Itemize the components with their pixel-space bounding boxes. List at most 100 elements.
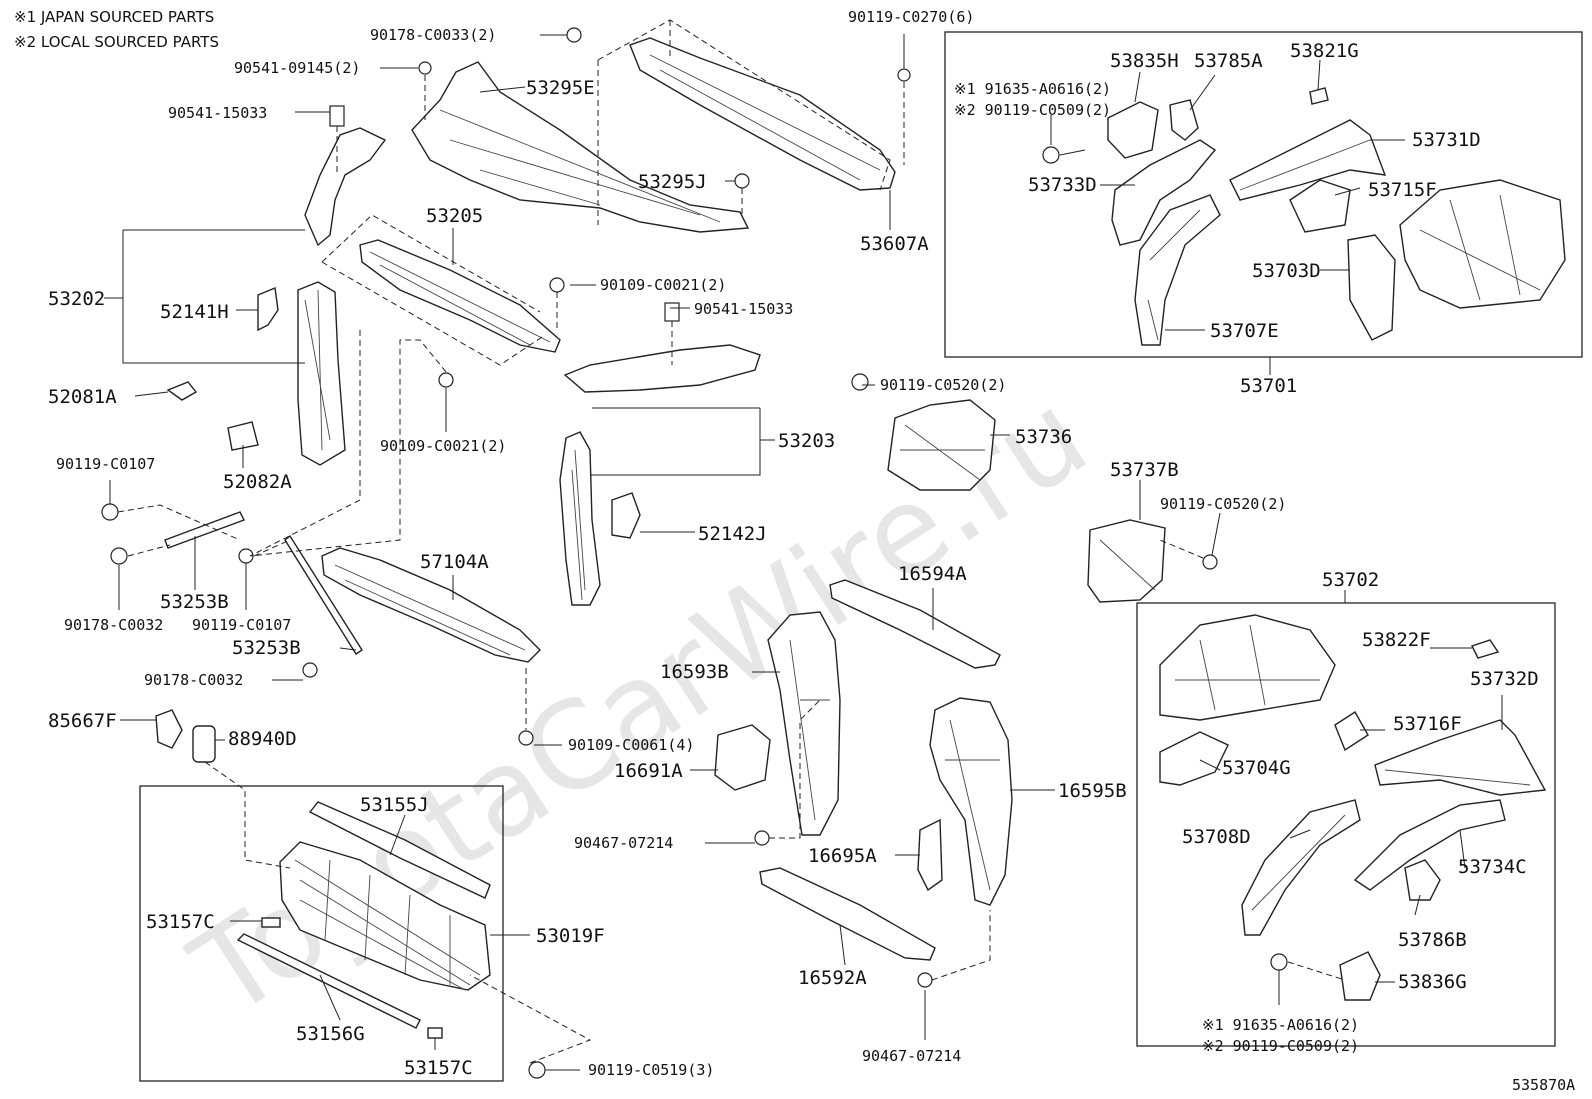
part-52081A-shape: [166, 381, 198, 401]
label-91635-A0616-b: ※1 91635-A0616(2): [1202, 1016, 1359, 1034]
part-16595B-shape: [929, 697, 1013, 906]
fastener-icon: [1270, 953, 1288, 971]
label-90109-C0021-b: 90109-C0021(2): [380, 437, 506, 455]
spring-nut-icon: [329, 105, 345, 127]
part-53253B-rod-a: [164, 511, 245, 549]
label-90109-C0021-a: 90109-C0021(2): [600, 276, 726, 294]
label-53737B: 53737B: [1110, 459, 1179, 481]
label-16594A: 16594A: [898, 563, 967, 585]
part-53203-upper-shape: [563, 344, 761, 393]
label-90119-C0509-a: ※2 90119-C0509(2): [954, 101, 1111, 119]
part-53295E-shape: [411, 61, 750, 233]
part-53785A-shape: [1169, 99, 1199, 141]
label-88940D: 88940D: [228, 728, 297, 750]
label-53019F: 53019F: [536, 925, 605, 947]
label-53732D: 53732D: [1470, 668, 1539, 690]
part-53737B-shape: [1087, 519, 1166, 603]
diagram-code: 535870A: [1512, 1076, 1575, 1094]
label-53707E: 53707E: [1210, 320, 1279, 342]
part-53821G-shape: [1309, 87, 1329, 105]
label-53731D: 53731D: [1412, 129, 1481, 151]
label-53156G: 53156G: [296, 1023, 365, 1045]
part-53156G-shape: [236, 933, 421, 1029]
fastener-icon: [549, 277, 565, 293]
part-53731D-shape: [1229, 119, 1387, 201]
label-90119-C0270: 90119-C0270(6): [848, 8, 974, 26]
leader-lines: [104, 34, 1503, 1071]
part-53157C-b-shape: [427, 1027, 443, 1039]
part-52142J-shape: [611, 492, 641, 539]
label-53821G: 53821G: [1290, 40, 1359, 62]
note-local-sourced: ※2 LOCAL SOURCED PARTS: [14, 33, 219, 51]
part-88940D-shape: [192, 725, 216, 763]
label-53157C-b: 53157C: [404, 1057, 473, 1079]
fastener-icon: [110, 547, 128, 565]
label-90178-C0032-a: 90178-C0032: [64, 616, 163, 634]
label-53295J: 53295J: [638, 171, 707, 193]
label-90541-09145: 90541-09145(2): [234, 59, 360, 77]
part-53822F-shape: [1471, 639, 1500, 659]
part-16592A-shape: [759, 867, 936, 961]
part-53733D-shape: [1111, 139, 1217, 246]
part-53836G-shape: [1339, 951, 1381, 1001]
fastener-icon: [917, 972, 933, 988]
part-53155J-shape: [308, 801, 491, 899]
label-53205: 53205: [426, 205, 483, 227]
part-53253B-rod-b: [284, 534, 363, 655]
label-57104A: 57104A: [420, 551, 489, 573]
label-90109-C0061: 90109-C0061(4): [568, 736, 694, 754]
part-57104A-shape: [321, 547, 541, 663]
fastener-icon: [1042, 146, 1060, 164]
part-16593B-shape: [767, 611, 841, 836]
label-53734C: 53734C: [1458, 856, 1527, 878]
label-53708D: 53708D: [1182, 826, 1251, 848]
label-90541-15033-b: 90541-15033: [694, 300, 793, 318]
part-53708D-shape: [1241, 799, 1361, 936]
label-90119-C0107-b: 90119-C0107: [192, 616, 291, 634]
part-52141H-shape: [257, 287, 279, 332]
label-16691A: 16691A: [614, 760, 683, 782]
label-52141H: 52141H: [160, 301, 229, 323]
label-16695A: 16695A: [808, 845, 877, 867]
label-53701: 53701: [1240, 375, 1297, 397]
fastener-icon: [518, 730, 534, 746]
part-53607A-shape: [629, 37, 896, 191]
label-53157C-a: 53157C: [146, 911, 215, 933]
label-53253B-a: 53253B: [160, 591, 229, 613]
part-16695A-shape: [917, 818, 943, 892]
label-53836G: 53836G: [1398, 971, 1467, 993]
label-90119-C0509-b: ※2 90119-C0509(2): [1202, 1037, 1359, 1055]
label-90467-07214-b: 90467-07214: [862, 1047, 961, 1065]
spring-nut-icon: [664, 302, 680, 322]
part-53703D-shape: [1347, 234, 1396, 341]
label-53607A: 53607A: [860, 233, 929, 255]
label-16592A: 16592A: [798, 967, 867, 989]
label-53786B: 53786B: [1398, 929, 1467, 951]
fastener-icon: [734, 173, 750, 189]
label-90178-C0033: 90178-C0033(2): [370, 26, 496, 44]
part-53734C-shape: [1353, 799, 1506, 891]
label-53835H: 53835H: [1110, 50, 1179, 72]
label-53202: 53202: [48, 288, 105, 310]
part-53202-shape: [304, 127, 387, 247]
label-53155J: 53155J: [360, 794, 429, 816]
label-90541-15033-a: 90541-15033: [168, 104, 267, 122]
part-85667F-shape: [155, 709, 183, 749]
label-52082A: 52082A: [223, 471, 292, 493]
fastener-icon: [101, 503, 119, 521]
label-90119-C0520-b: 90119-C0520(2): [1160, 495, 1286, 513]
part-53835H-shape: [1107, 101, 1159, 159]
label-53253B-b: 53253B: [232, 637, 301, 659]
label-53295E: 53295E: [526, 77, 595, 99]
label-53736: 53736: [1015, 426, 1072, 448]
fastener-icon: [528, 1061, 546, 1079]
fastener-icon: [851, 373, 869, 391]
part-53701-assy-shape: [1399, 179, 1566, 309]
part-53716F-shape: [1334, 711, 1369, 752]
part-16691A-shape: [714, 724, 771, 791]
part-53707E-shape: [1134, 194, 1221, 346]
part-53702-assy-shape: [1159, 614, 1336, 721]
fastener-icon: [438, 372, 454, 388]
label-53822F: 53822F: [1362, 629, 1431, 651]
label-90178-C0032-b: 90178-C0032: [144, 671, 243, 689]
